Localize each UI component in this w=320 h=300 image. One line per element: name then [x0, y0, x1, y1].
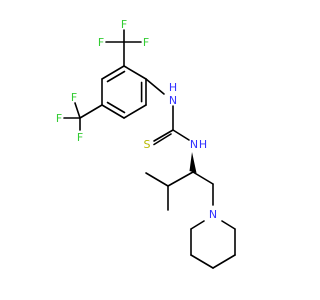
atom-h-alkyl-nh: H [199, 138, 207, 151]
bond-ch-ch2 [192, 171, 214, 185]
bond-ring-4-5 [101, 104, 125, 119]
bond-ring-6-1 [101, 65, 125, 80]
atom-labels: F F F F F F H N S N H N [56, 18, 217, 221]
atom-f-left-left: F [56, 112, 62, 125]
wedge-bond-stereocenter [189, 152, 197, 173]
atom-f-top-left: F [98, 36, 104, 49]
bond-cf3left-f-top [74, 102, 81, 119]
atom-n-piperidine: N [209, 208, 217, 221]
atom-n-aryl-nh: N [169, 94, 177, 107]
atom-n-alkyl-nh: N [190, 138, 198, 151]
bond-c-s-1 [153, 129, 174, 142]
bond-pip-c3-c4 [190, 254, 214, 269]
molecule-structure-diagram: F F F F F F H N S N H N [56, 18, 236, 269]
atom-f-top-right: F [143, 36, 149, 49]
atom-f-left-top: F [71, 91, 77, 104]
bond-c-s-2 [153, 133, 172, 146]
bond-pip-c4-c5 [212, 254, 236, 269]
bond-ring-double-2 [106, 101, 126, 114]
bond-ring-1-2 [123, 65, 147, 80]
bond-ch-ipr [167, 171, 194, 187]
bond-layer [63, 29, 236, 269]
atom-s-thiocarbonyl: S [144, 138, 151, 151]
bond-ring-3-4 [123, 104, 147, 119]
atom-f-top-top: F [121, 18, 127, 31]
bond-ipr-me1 [145, 172, 169, 187]
bond-cf3left-ring [79, 104, 103, 119]
bond-ring-double-3 [106, 70, 126, 83]
bond-pip-n-c2 [190, 220, 205, 230]
atom-f-left-bottom: F [77, 131, 83, 144]
bond-c-nh2 [172, 129, 190, 141]
bond-pip-c6-n [221, 220, 236, 230]
atom-h-aryl-nh: H [169, 81, 177, 94]
bond-ring-nh [145, 78, 165, 95]
